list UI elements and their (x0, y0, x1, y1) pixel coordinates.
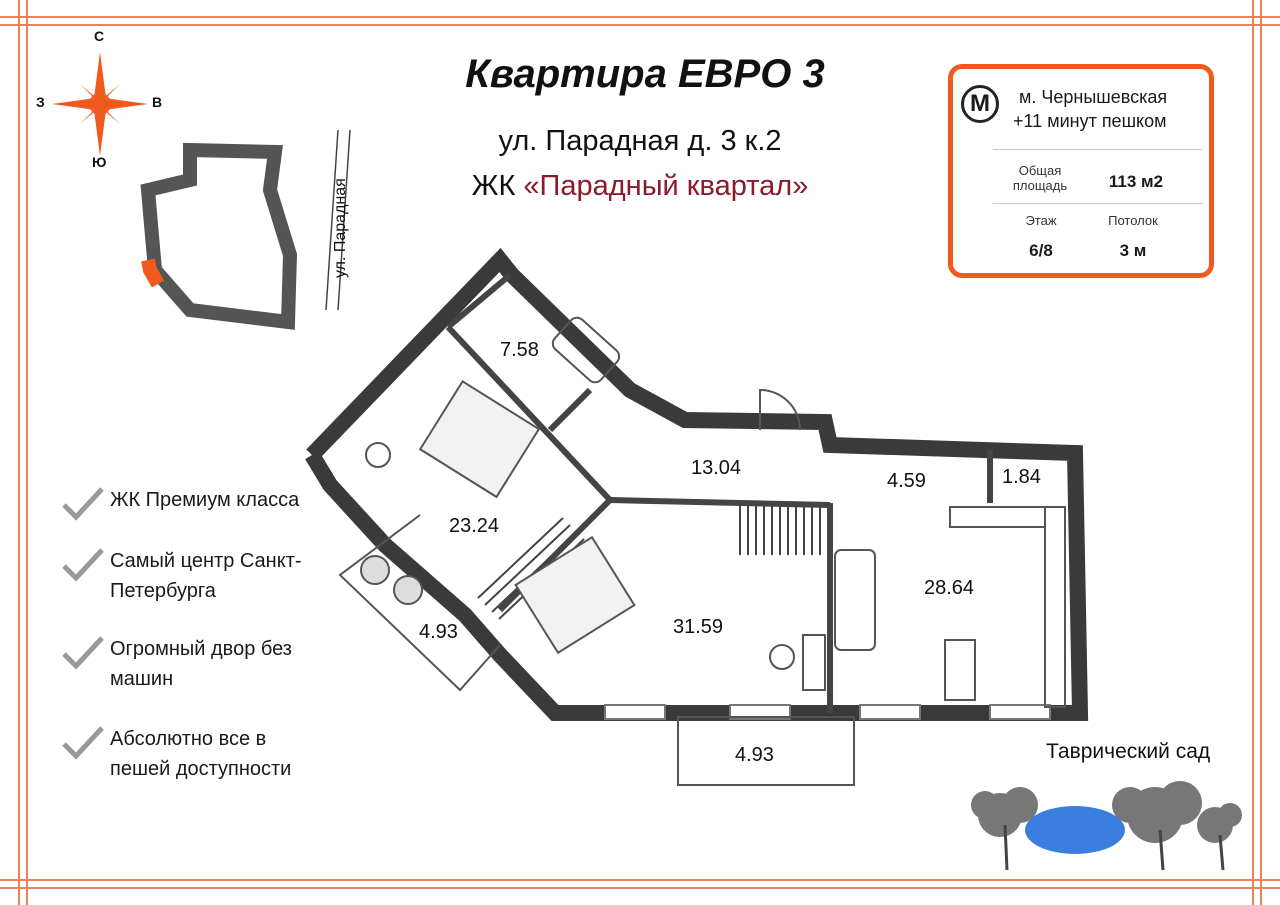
compass-west: З (36, 94, 45, 110)
card-divider-2 (993, 203, 1203, 204)
address: ул. Парадная д. 3 к.2 (498, 125, 782, 157)
compass-rose-icon (52, 52, 148, 156)
room-area-balcony-1: 4.93 (419, 621, 458, 643)
floor-plan (305, 247, 1089, 786)
feature-label: ЖК Премиум класса (110, 489, 300, 511)
room-area-living: 28.64 (924, 577, 975, 599)
ceiling-label: Потолок (1108, 213, 1158, 228)
frame-left-line-2 (26, 0, 28, 905)
room-area-bathroom: 7.58 (500, 339, 539, 361)
complex-line: ЖК «Парадный квартал» (0, 170, 1280, 203)
frame-right-line-1 (1252, 0, 1254, 905)
frame-bottom-line-1 (0, 879, 1280, 881)
building-location-map (140, 142, 298, 330)
room-area-wc: 1.84 (1002, 466, 1041, 488)
checkmark-icon (62, 487, 104, 521)
area-label: Общая площадь (1012, 163, 1068, 193)
feature-label: Огромный двор без машин (110, 638, 292, 690)
floor-label: Этаж (1025, 213, 1057, 228)
walk-time: +11 минут пешком (1013, 111, 1167, 131)
park-label: Таврический сад (1046, 740, 1211, 763)
metro-station: м. Чернышевская (1019, 87, 1168, 107)
compass-east: В (152, 94, 163, 110)
room-area-hall: 13.04 (691, 457, 742, 479)
frame-top-line-1 (0, 16, 1280, 18)
compass-north: С (94, 28, 105, 44)
metro-icon: M (961, 85, 999, 123)
info-card: M м. Чернышевская +11 минут пешком Общая… (948, 64, 1214, 278)
feature-label: Самый центр Санкт-Петербурга (110, 550, 302, 602)
street-lines (325, 130, 351, 310)
frame-right-line-2 (1260, 0, 1262, 905)
feature-item-walking: Абсолютно все в пешей доступности (62, 724, 332, 786)
checkmark-icon (62, 548, 104, 582)
park-trees-illustration (971, 781, 1242, 871)
room-area-bedroom-2: 31.59 (673, 616, 724, 638)
compass: С Ю З В (36, 28, 162, 178)
room-area-bedroom-1: 23.24 (449, 515, 500, 537)
frame-left-line-1 (18, 0, 20, 905)
floor-value: 6/8 (1029, 241, 1053, 260)
frame-bottom-line-2 (0, 887, 1280, 889)
room-area-balcony-2: 4.93 (735, 744, 774, 766)
card-divider (993, 149, 1203, 150)
area-value: 113 м2 (1108, 172, 1164, 191)
frame-top-line-2 (0, 24, 1280, 26)
room-area-corridor: 4.59 (887, 470, 926, 492)
feature-label: Абсолютно все в пешей доступности (110, 728, 292, 780)
checkmark-icon (62, 726, 104, 760)
complex-prefix: ЖК (471, 170, 516, 202)
feature-item-premium: ЖК Премиум класса (62, 485, 332, 521)
complex-name: «Парадный квартал» (523, 170, 809, 202)
ceiling-value: 3 м (1119, 241, 1147, 260)
feature-item-center: Самый центр Санкт-Петербурга (62, 546, 332, 608)
checkmark-icon (62, 636, 104, 670)
page-title: Квартира ЕВРО 3 (465, 52, 825, 96)
compass-south: Ю (92, 154, 107, 170)
feature-item-yard: Огромный двор без машин (62, 634, 332, 696)
